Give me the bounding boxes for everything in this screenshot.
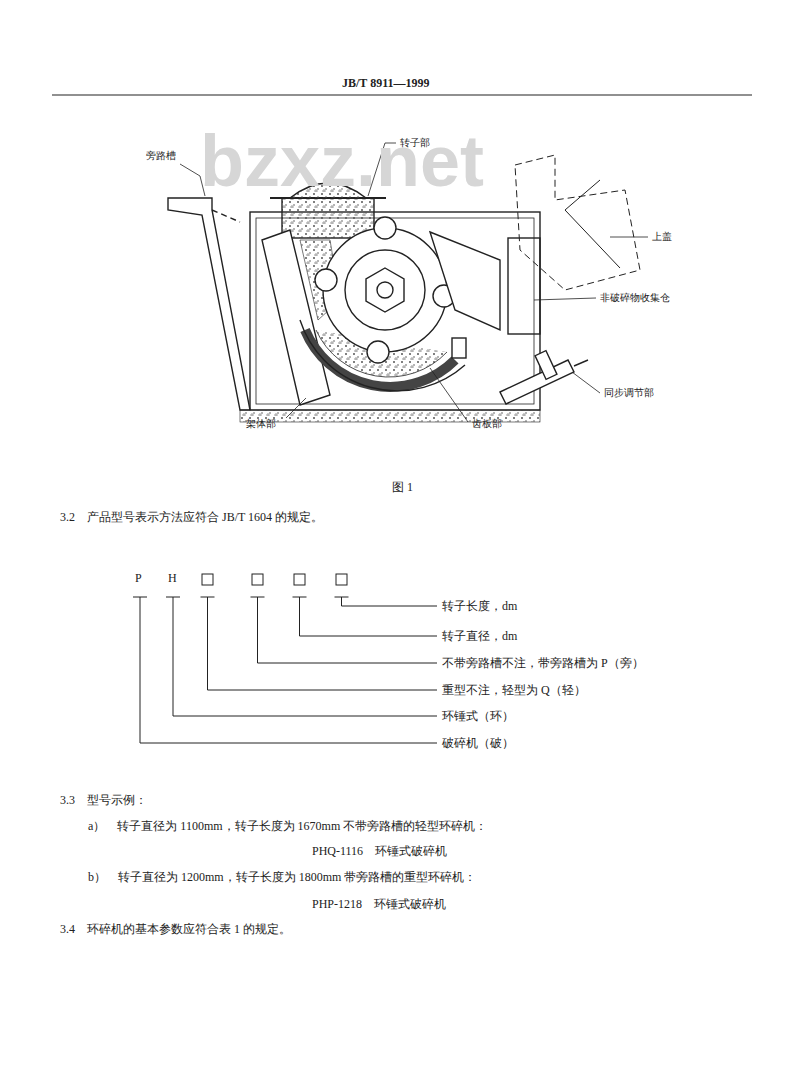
model-letter: P <box>135 571 142 585</box>
part-label: 同步调节部 <box>604 387 654 399</box>
part-label: 架体部 <box>246 418 276 430</box>
model-letter: H <box>168 571 177 585</box>
figure-caption: 图 1 <box>392 480 413 494</box>
example-text: a） 转子直径为 1100mm，转子长度为 1670mm 不带旁路槽的轻型环碎机… <box>88 819 487 833</box>
clause-text: 3.2 产品型号表示方法应符合 JB/T 1604 的规定。 <box>60 510 323 524</box>
notation-label: 破碎机（破） <box>442 736 514 750</box>
part-label: 旁路槽 <box>146 150 176 162</box>
clause-text: 3.3 型号示例： <box>60 793 147 807</box>
clause-text: 3.4 环碎机的基本参数应符合表 1 的规定。 <box>60 922 291 936</box>
model-notation <box>133 574 437 743</box>
part-label: 转子部 <box>400 137 430 149</box>
notation-label: 转子长度，dm <box>442 599 517 613</box>
example-text: b） 转子直径为 1200mm，转子长度为 1800mm 带旁路槽的重型环碎机： <box>88 870 476 884</box>
notation-label: 转子直径，dm <box>442 629 517 643</box>
part-label: 齿板部 <box>472 418 502 430</box>
part-label: 上盖 <box>652 231 672 243</box>
header-rule <box>52 94 752 95</box>
notation-label: 环锤式（环） <box>442 709 514 723</box>
model-example: PHQ-1116 环锤式破碎机 <box>312 844 447 858</box>
notation-label: 不带旁路槽不注，带旁路槽为 P（旁） <box>442 656 644 670</box>
model-example: PHP-1218 环锤式破碎机 <box>312 897 446 911</box>
notation-label: 重型不注，轻型为 Q（轻） <box>442 683 586 697</box>
watermark: bzxz.net <box>200 118 484 204</box>
header-code: JB/T 8911—1999 <box>342 76 429 90</box>
part-label: 非破碎物收集仓 <box>600 292 670 304</box>
